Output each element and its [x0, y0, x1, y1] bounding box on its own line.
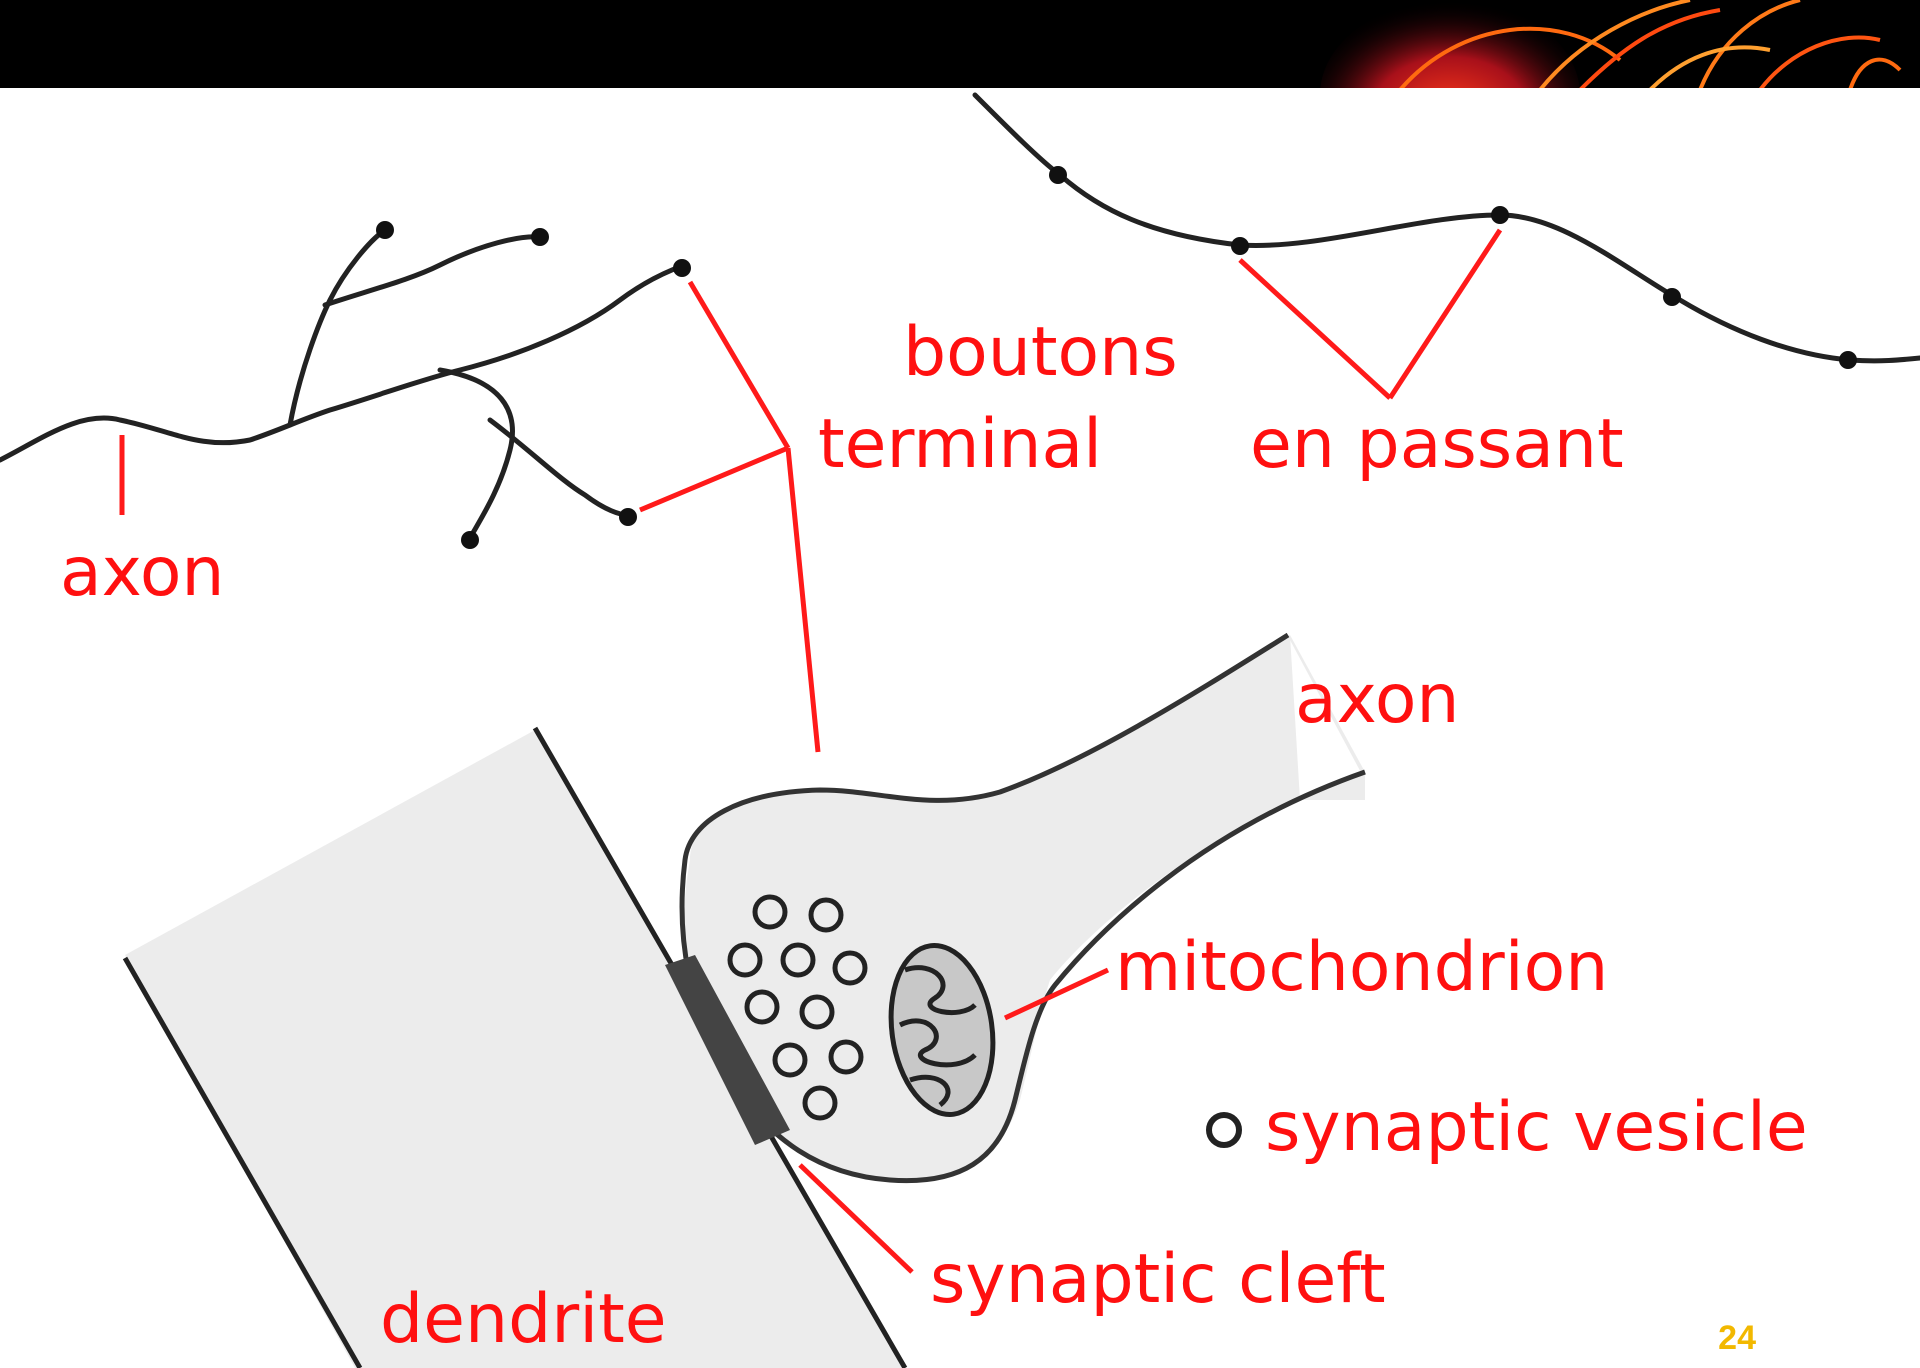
label-synaptic-cleft: synaptic cleft [930, 1240, 1386, 1319]
label-axon-right: axon [1295, 660, 1460, 739]
page-number: 24 [1718, 1319, 1756, 1358]
label-synaptic-vesicle: synaptic vesicle [1265, 1088, 1808, 1167]
label-dendrite: dendrite [380, 1280, 667, 1359]
label-en-passant: en passant [1250, 405, 1624, 484]
vesicle-legend-icon [1209, 1115, 1239, 1145]
branching-axon [0, 230, 685, 538]
label-terminal: terminal [818, 405, 1102, 484]
label-axon-left: axon [60, 533, 225, 612]
label-mitochondrion: mitochondrion [1115, 928, 1608, 1007]
label-boutons: boutons [903, 313, 1178, 392]
